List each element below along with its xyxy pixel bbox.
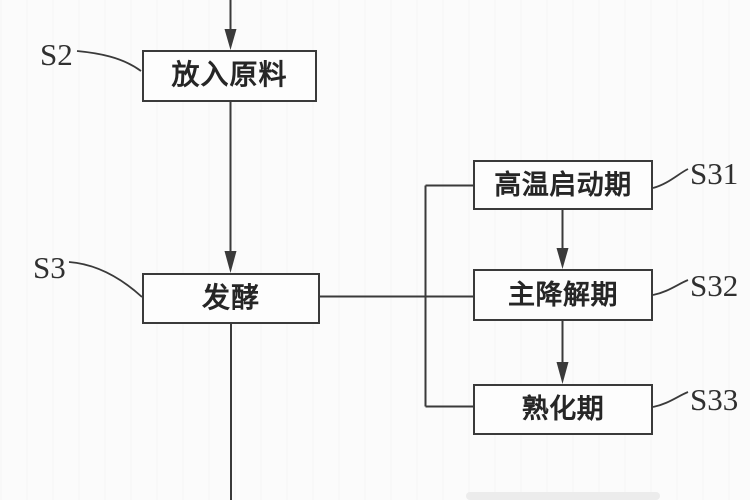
leader-line-s33	[652, 391, 689, 408]
flow-box-maturation-label: 熟化期	[521, 394, 605, 424]
flow-box-feed-material: 放入原料	[142, 50, 317, 102]
bottom-faint-box-edge	[466, 492, 660, 500]
leader-line-s32	[652, 279, 689, 296]
step-label-s31: S31	[690, 156, 739, 191]
step-label-s33: S33	[690, 382, 739, 417]
step-label-s32: S32	[690, 268, 739, 303]
step-label-s2: S2	[40, 37, 73, 72]
hotstart-to-maindegrade-arrowhead	[556, 248, 569, 269]
flow-box-main-degradation-label: 主降解期	[508, 279, 618, 310]
feed-to-ferment-arrowhead	[224, 251, 237, 273]
maindegrade-to-maturation-arrowhead	[556, 362, 569, 384]
flow-box-high-temp-startup: 高温启动期	[473, 160, 653, 210]
step-label-s3: S3	[33, 250, 66, 285]
leader-line-s3	[68, 261, 143, 298]
leader-line-s31	[652, 168, 689, 189]
flow-box-high-temp-startup-label: 高温启动期	[494, 169, 632, 200]
flow-box-feed-material-label: 放入原料	[171, 60, 288, 91]
leader-line-s2	[76, 50, 142, 72]
flow-box-fermentation-label: 发酵	[201, 282, 260, 314]
flow-box-fermentation: 发酵	[142, 273, 320, 324]
flow-box-maturation: 熟化期	[473, 384, 653, 435]
top-inflow-arrowhead	[224, 29, 237, 50]
flow-box-main-degradation: 主降解期	[473, 269, 653, 321]
